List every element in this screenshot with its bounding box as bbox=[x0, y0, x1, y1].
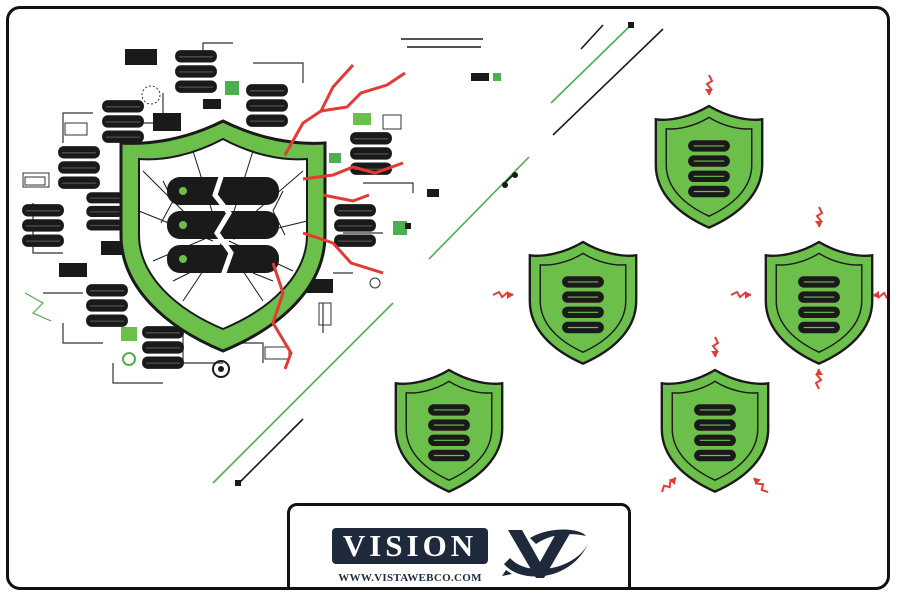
diagonal-lines bbox=[212, 22, 664, 486]
cracked-shield-database-icon bbox=[119, 119, 327, 353]
v-swoosh-emblem-icon bbox=[502, 529, 588, 578]
brand-url[interactable]: WWW.VISTAWEBCO.COM bbox=[338, 572, 482, 584]
shield-database-icon bbox=[660, 368, 770, 493]
shield-database-icon bbox=[528, 240, 638, 365]
brand-wordmark: VISION bbox=[332, 528, 488, 564]
security-illustration bbox=[21, 22, 887, 496]
shield-database-icon bbox=[394, 368, 504, 493]
circuit-components bbox=[22, 49, 439, 378]
shield-database-icon bbox=[764, 240, 874, 365]
protected-shields bbox=[394, 104, 874, 493]
shield-database-icon bbox=[654, 104, 764, 229]
illustration-frame: VISION WWW.VISTAWEBCO.COM bbox=[6, 6, 890, 590]
brand-logo-box[interactable]: VISION WWW.VISTAWEBCO.COM bbox=[287, 503, 631, 587]
red-lightning-cracks bbox=[271, 63, 406, 370]
